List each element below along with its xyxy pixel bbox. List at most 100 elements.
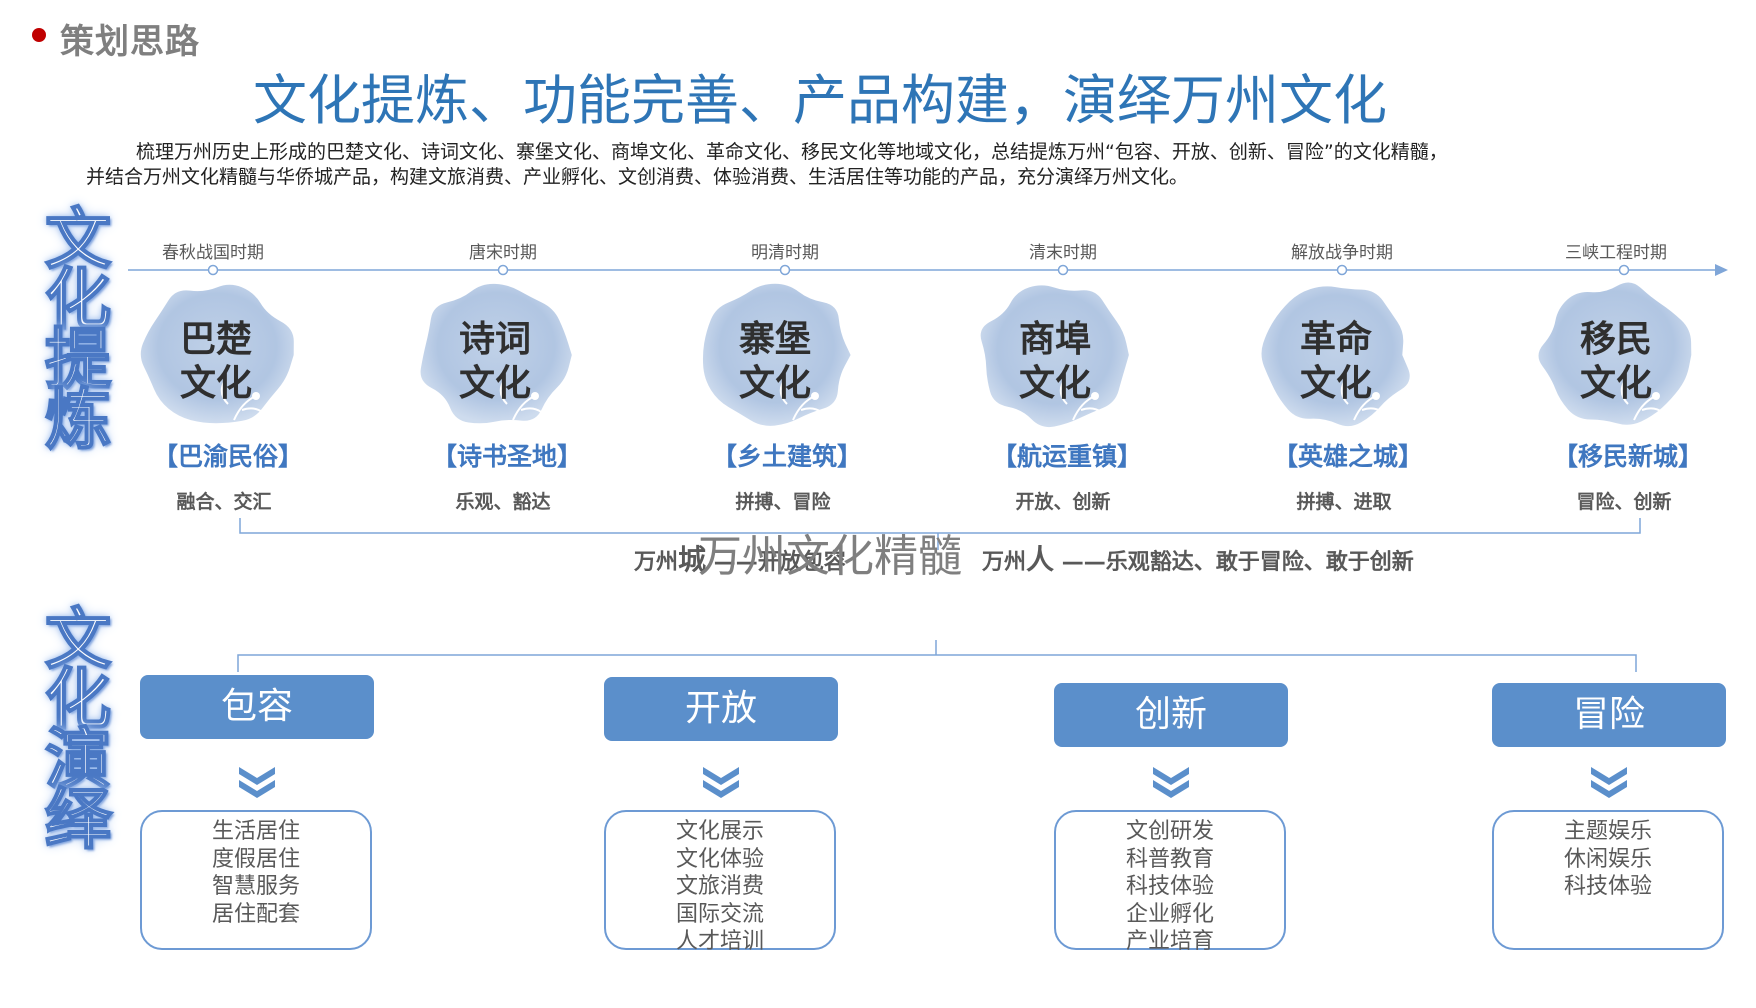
value-item: 文化体验 [675,846,764,872]
spirit-people-prefix: 万州 [982,550,1027,575]
value-items-box: 文创研发科普教育科技体验企业孵化产业培育 [1054,810,1286,954]
essence-title: 万州文化精髓 [698,531,962,582]
spirit-city-desc: ——开放包容 [713,550,846,575]
value-items-box: 生活居住度假居住智慧服务居住配套 [140,810,372,950]
side-label-interpret-char: 化 [44,661,112,738]
spirit-city-big: 城 [678,543,707,576]
flower-icon [1091,392,1099,400]
value-item: 国际交流 [675,901,764,927]
culture-era: 清末时期 [1029,243,1097,263]
value-item: 人才培训 [675,929,764,954]
flower-icon [252,392,260,400]
culture-traits: 融合、交汇 [176,491,272,513]
culture-name-line: 文化 [458,363,531,404]
ink-blob-icon [1538,282,1692,425]
page-headline: 文化提炼、功能完善、产品构建，演绎万州文化 [253,69,1387,132]
spirit-people-desc: ——乐观豁达、敢于冒险、敢于创新 [1061,550,1414,575]
culture-traits: 冒险、创新 [1576,491,1672,513]
value-pill: 包容 [140,675,374,739]
timeline-node [779,264,791,276]
value-item: 主题娱乐 [1563,819,1652,844]
culture-name-line: 革命 [1299,319,1372,360]
culture-name-line: 移民 [1579,319,1652,360]
spirit-city-prefix: 万州 [634,550,679,575]
culture-name: 商埠文化 [985,318,1125,406]
spirit-people-big: 人 [1026,543,1055,576]
side-label-interpret-char: 绎 [44,781,112,858]
culture-name-line: 文化 [1018,363,1091,404]
culture-traits: 乐观、豁达 [455,491,551,513]
timeline-node [1618,264,1630,276]
culture-nickname: 【诗书圣地】 [431,442,582,471]
side-label-refine-char: 化 [44,261,112,338]
value-pill: 创新 [1054,683,1288,747]
value-item: 休闲娱乐 [1563,846,1652,872]
double-chevron-down-icon [239,767,275,798]
value-item: 科普教育 [1125,846,1214,872]
ink-blob-icon [980,285,1129,428]
culture-name-line: 巴楚 [179,319,252,360]
value-item: 度假居住 [211,846,300,872]
side-label-interpret-char: 文 [44,601,112,678]
culture-name: 移民文化 [1546,318,1686,406]
culture-era: 明清时期 [751,243,819,263]
culture-nickname: 【乡土建筑】 [711,442,862,471]
culture-name-line: 文化 [179,363,252,404]
flower-icon [1652,392,1660,400]
culture-nickname: 【移民新城】 [1552,442,1703,471]
ink-blob-icon [420,283,572,424]
double-chevron-down-icon [703,767,739,798]
value-item: 文旅消费 [675,874,764,899]
ink-blob-icon [702,283,851,426]
side-label-refine-char: 提 [44,321,112,398]
timeline-node [207,264,219,276]
traits-bracket [239,518,1641,534]
value-pill: 开放 [604,677,838,741]
culture-name-line: 寨堡 [738,319,811,360]
value-item: 产业培育 [1125,929,1214,954]
value-item: 文化展示 [675,819,764,844]
culture-traits: 开放、创新 [1015,491,1111,513]
culture-era: 解放战争时期 [1291,243,1393,263]
ink-blob-icon [1261,286,1410,427]
culture-traits: 拼搏、冒险 [735,491,831,513]
side-label-refine: 文 化 提 炼 [38,201,118,458]
culture-nickname: 【巴渝民俗】 [152,442,303,471]
culture-era: 唐宋时期 [469,243,537,263]
double-chevron-down-icon [1591,767,1627,798]
value-item: 科技体验 [1125,874,1214,899]
side-label-refine-char: 炼 [44,381,112,458]
value-items-box: 主题娱乐休闲娱乐科技体验 [1492,810,1724,950]
value-pill: 冒险 [1492,683,1726,747]
value-item: 智慧服务 [211,874,300,899]
timeline-node [1336,264,1348,276]
culture-name-line: 文化 [738,363,811,404]
culture-name: 巴楚文化 [146,318,286,406]
section-bullet-icon [32,28,46,42]
value-item: 居住配套 [211,901,300,927]
side-label-interpret-char: 演 [44,721,112,798]
timeline-node [1057,264,1069,276]
value-item: 生活居住 [211,819,300,844]
intro-text-line-2: 并结合万州文化精髓与华侨城产品，构建文旅消费、产业孵化、文创消费、体验消费、生活… [86,166,1189,188]
values-bracket [237,654,1637,672]
value-items-box: 文化展示文化体验文旅消费国际交流人才培训 [604,810,836,954]
double-chevron-down-icon [1153,767,1189,798]
intro-text-line-1: 梳理万州历史上形成的巴楚文化、诗词文化、寨堡文化、商埠文化、革命文化、移民文化等… [136,141,1448,163]
culture-name-line: 诗词 [458,319,531,360]
culture-traits: 拼搏、进取 [1296,491,1392,513]
value-item: 文创研发 [1125,819,1214,844]
timeline-node [497,264,509,276]
culture-name-line: 文化 [1579,363,1652,404]
side-label-refine-char: 文 [44,201,112,278]
culture-name: 寨堡文化 [705,318,845,406]
flower-icon [1372,392,1380,400]
section-title: 策划思路 [60,22,200,62]
flower-icon [811,392,819,400]
timeline-arrow-icon [1715,264,1728,276]
culture-name-line: 商埠 [1018,319,1091,360]
culture-name: 诗词文化 [425,318,565,406]
flower-icon [531,392,539,400]
culture-nickname: 【航运重镇】 [991,442,1142,471]
spirit-city: 万州城 ——开放包容 [634,538,846,578]
